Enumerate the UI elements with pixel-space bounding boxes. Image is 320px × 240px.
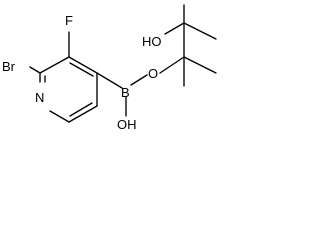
fluorine-label: F xyxy=(65,13,73,28)
ester-oxygen-label: O xyxy=(148,66,158,81)
boron-hydroxyl-label: OH xyxy=(117,117,137,132)
bond-c4-b xyxy=(96,72,123,89)
molecule-drawing: Br F N B OH O HO xyxy=(2,4,217,132)
bond-cq2-oh xyxy=(164,22,185,35)
bond-o-cq1 xyxy=(159,56,185,74)
boron-label: B xyxy=(121,85,130,100)
bond-c5-c6-inner xyxy=(69,102,93,117)
bonds xyxy=(29,4,217,123)
bond-b-o xyxy=(130,74,148,86)
bond-c3-c4 xyxy=(68,56,98,74)
bond-c6-n1 xyxy=(49,110,70,123)
bond-cq2-methyl-right xyxy=(183,22,217,40)
bond-c2-br xyxy=(29,66,41,74)
bond-c5-c6 xyxy=(68,105,98,123)
bond-c3-c4-inner xyxy=(69,62,94,77)
pinacol-hydroxyl-label: HO xyxy=(142,34,162,49)
bromine-label: Br xyxy=(2,59,16,74)
ring-nitrogen-label: N xyxy=(35,90,44,105)
structure-diagram: Br F N B OH O HO xyxy=(0,0,238,160)
atom-labels: Br F N B OH O HO xyxy=(2,13,162,132)
bond-cq1-methyl-right xyxy=(183,56,217,74)
bond-c2-c3 xyxy=(39,56,70,74)
